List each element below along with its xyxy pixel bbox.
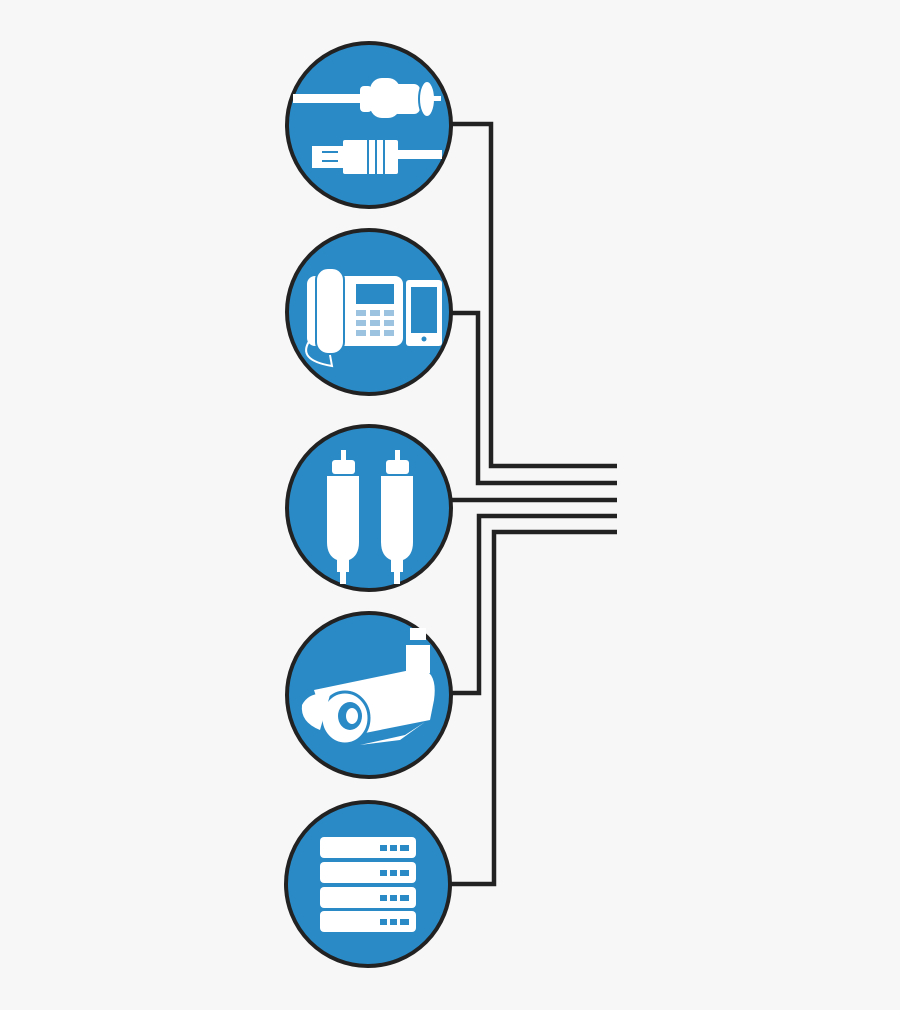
server-rack-icon (320, 837, 416, 932)
security-camera-node (285, 611, 453, 779)
rca-audio-icon (327, 450, 413, 584)
connector-line-2 (450, 310, 617, 486)
server-rack-node (284, 800, 452, 968)
phone-node (285, 228, 453, 396)
connector-lines (450, 121, 617, 887)
connector-line-4 (450, 513, 617, 696)
connector-line-1 (450, 121, 617, 469)
security-camera-icon (301, 628, 435, 746)
cable-connectors-node (285, 41, 453, 209)
phone-icon (305, 267, 442, 368)
rca-audio-node (285, 424, 453, 592)
cable-connectors-icon (293, 78, 442, 174)
connector-line-5 (450, 529, 617, 887)
